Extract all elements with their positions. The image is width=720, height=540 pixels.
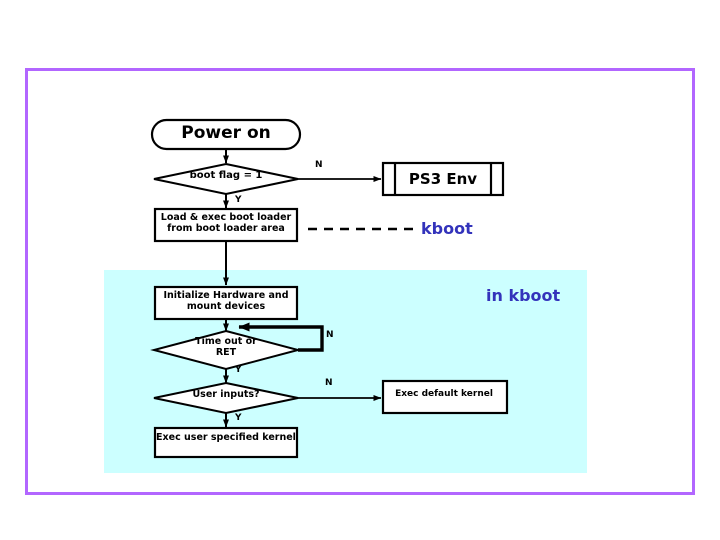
node-user-inputs xyxy=(153,381,299,415)
node-ps3-env xyxy=(381,161,505,197)
node-exec-default-kernel xyxy=(381,379,509,415)
node-init-hardware xyxy=(153,285,299,321)
node-exec-user-kernel xyxy=(153,426,299,459)
annotation-kboot: kboot xyxy=(421,219,473,238)
branch-label-bootflag-yes: Y xyxy=(235,195,242,205)
branch-label-userinputs-no: N xyxy=(325,378,333,388)
node-boot-flag xyxy=(153,162,299,196)
node-timeout-ret xyxy=(150,329,302,371)
node-power-on xyxy=(150,118,302,151)
slide-frame-border xyxy=(25,68,695,495)
branch-label-bootflag-no: N xyxy=(315,160,323,170)
branch-label-timeout-no: N xyxy=(326,330,334,340)
edge-timeout-no-loopback xyxy=(238,322,324,352)
node-load-exec xyxy=(153,207,299,243)
branch-label-timeout-yes: Y xyxy=(235,365,242,375)
annotation-in-kboot: in kboot xyxy=(486,286,561,305)
branch-label-userinputs-yes: Y xyxy=(235,413,242,423)
